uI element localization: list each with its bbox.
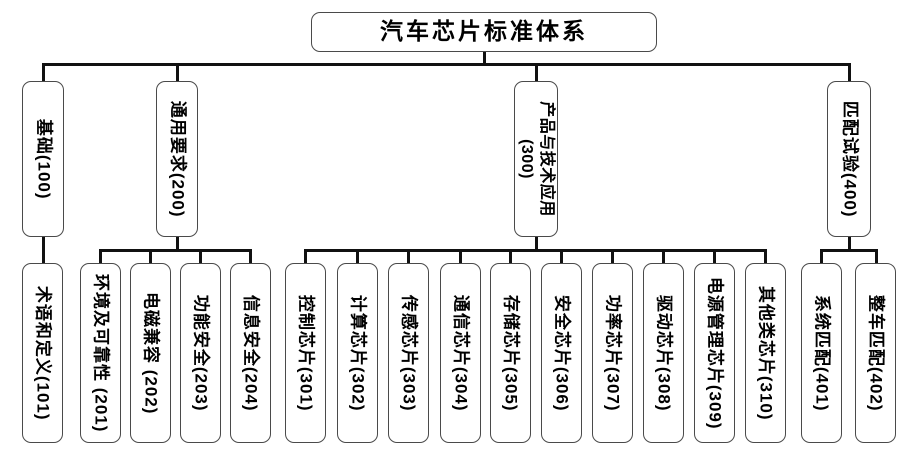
connector-level1-bar <box>42 62 851 66</box>
node-309: 电源管理芯片(309) <box>694 263 735 443</box>
connector-stub-306 <box>560 249 563 263</box>
connector-stub-400-bottom <box>847 237 851 252</box>
node-401-label: 系统匹配(401) <box>812 294 832 412</box>
node-101: 术语和定义(101) <box>22 263 63 443</box>
connector-stub-300-top <box>534 64 538 81</box>
node-308: 驱动芯片(308) <box>643 263 684 443</box>
node-307-label: 功率芯片(307) <box>603 294 623 412</box>
node-301-label: 控制芯片(301) <box>296 294 316 412</box>
connector-stub-304 <box>459 249 462 263</box>
node-100-label: 基础(100) <box>34 118 54 200</box>
node-200: 通用要求(200) <box>156 81 198 237</box>
node-302: 计算芯片(302) <box>337 263 378 443</box>
connector-stub-310 <box>764 249 767 263</box>
node-310: 其他类芯片(310) <box>745 263 786 443</box>
node-305: 存储芯片(305) <box>490 263 531 443</box>
connector-400-bar <box>820 249 878 252</box>
node-307: 功率芯片(307) <box>592 263 633 443</box>
node-200-label: 通用要求(200) <box>168 100 188 218</box>
node-305-label: 存储芯片(305) <box>501 294 521 412</box>
node-100: 基础(100) <box>22 81 64 237</box>
node-309-label: 电源管理芯片(309) <box>705 276 725 430</box>
node-202: 电磁兼容 (202) <box>130 263 171 443</box>
node-402-label: 整车匹配(402) <box>866 294 886 412</box>
connector-300-bar <box>304 249 767 252</box>
connector-root-stub <box>482 52 486 64</box>
connector-stub-301 <box>304 249 307 263</box>
node-302-label: 计算芯片(302) <box>348 294 368 412</box>
connector-stub-201 <box>99 249 102 263</box>
node-202-label: 电磁兼容 (202) <box>141 291 161 415</box>
connector-stub-203 <box>199 249 202 263</box>
connector-stub-200-bottom <box>175 237 179 252</box>
connector-stub-302 <box>356 249 359 263</box>
node-303-label: 传感芯片(303) <box>399 294 419 412</box>
connector-stub-308 <box>662 249 665 263</box>
connector-stub-401 <box>820 249 823 263</box>
connector-stub-400-top <box>847 64 851 81</box>
connector-stub-300-bottom <box>534 237 538 252</box>
node-300-label: 产品与技术应用 (300) <box>518 101 556 217</box>
node-304: 通信芯片(304) <box>440 263 481 443</box>
node-300: 产品与技术应用 (300) <box>514 81 558 237</box>
node-301: 控制芯片(301) <box>285 263 326 443</box>
node-root-label: 汽车芯片标准体系 <box>380 18 588 45</box>
node-201-label: 环境及可靠性 (201) <box>91 273 111 433</box>
node-306: 安全芯片(306) <box>541 263 582 443</box>
connector-stub-100-top <box>41 64 45 81</box>
node-308-label: 驱动芯片(308) <box>654 294 674 412</box>
node-400-label: 匹配试验(400) <box>840 100 860 218</box>
connector-200-bar <box>99 249 252 252</box>
node-402: 整车匹配(402) <box>855 263 896 443</box>
node-101-label: 术语和定义(101) <box>33 285 53 421</box>
node-304-label: 通信芯片(304) <box>451 294 471 412</box>
node-203-label: 功能安全(203) <box>191 294 211 412</box>
node-310-label: 其他类芯片(310) <box>756 285 776 421</box>
node-root: 汽车芯片标准体系 <box>311 12 657 52</box>
connector-stub-303 <box>407 249 410 263</box>
connector-stub-204 <box>249 249 252 263</box>
connector-stub-309 <box>713 249 716 263</box>
node-201: 环境及可靠性 (201) <box>80 263 121 443</box>
connector-stub-307 <box>611 249 614 263</box>
node-204: 信息安全(204) <box>230 263 271 443</box>
connector-stub-305 <box>509 249 512 263</box>
connector-stub-200-top <box>175 64 179 81</box>
node-303: 传感芯片(303) <box>388 263 429 443</box>
connector-stub-202 <box>149 249 152 263</box>
connector-100-101 <box>41 237 45 263</box>
node-306-label: 安全芯片(306) <box>552 294 572 412</box>
node-203: 功能安全(203) <box>180 263 221 443</box>
node-204-label: 信息安全(204) <box>241 294 261 412</box>
node-401: 系统匹配(401) <box>801 263 842 443</box>
connector-stub-402 <box>875 249 878 263</box>
node-400: 匹配试验(400) <box>827 81 871 237</box>
